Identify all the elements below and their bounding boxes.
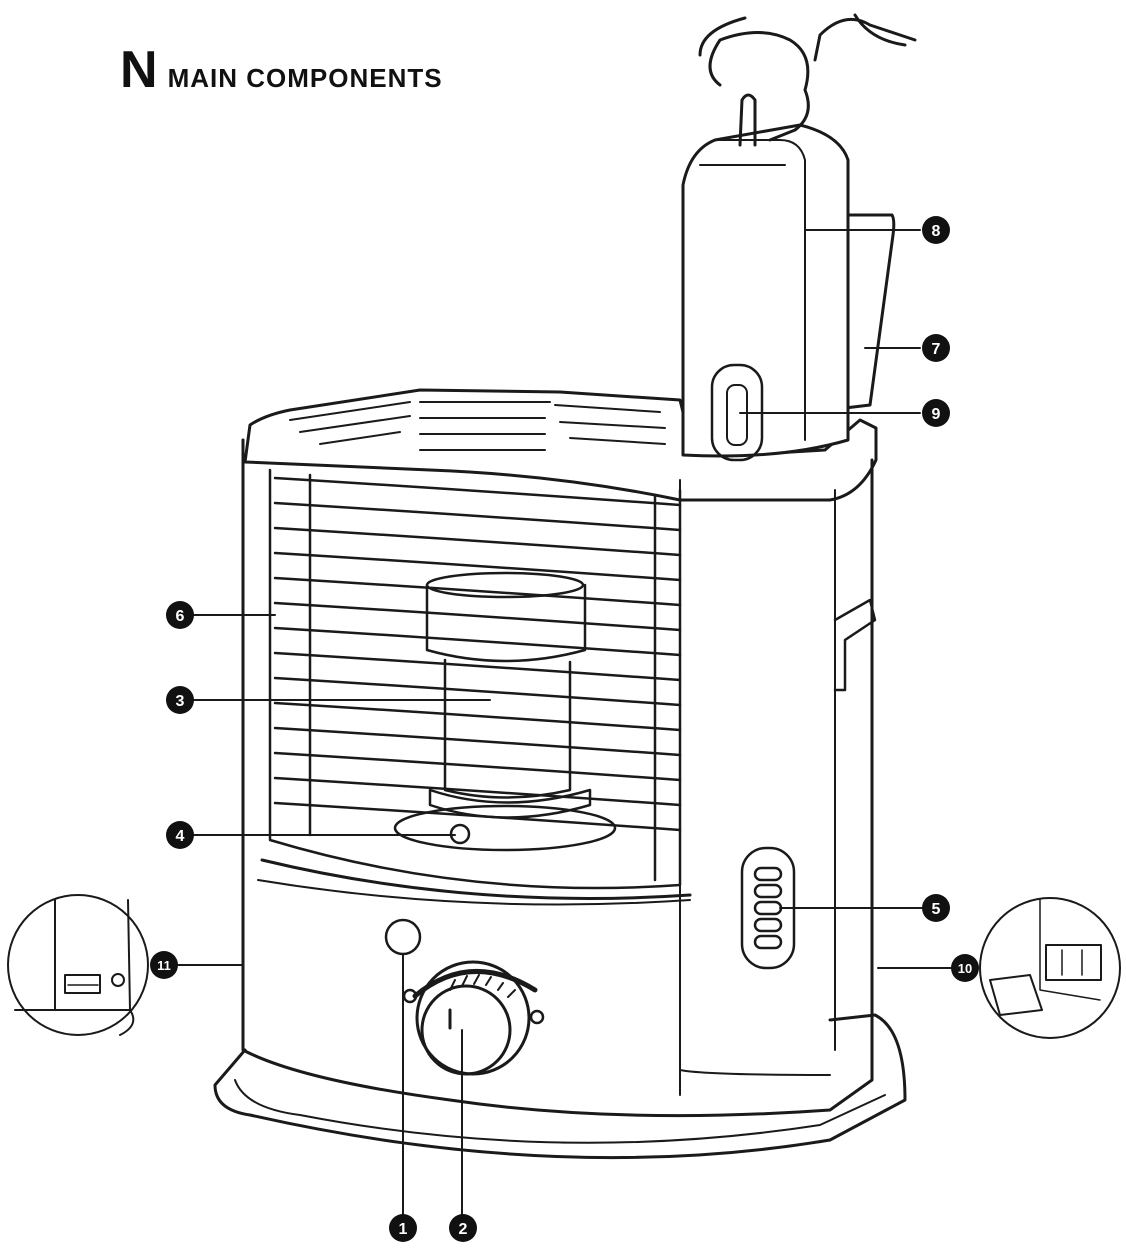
title-text: MAIN COMPONENTS xyxy=(167,63,443,93)
side-handle xyxy=(833,598,877,692)
page-title: N MAIN COMPONENTS xyxy=(120,40,443,100)
callout-7-label: 7 xyxy=(932,341,941,358)
callout-1: 1 xyxy=(389,1214,417,1242)
callout-5: 5 xyxy=(922,894,950,922)
callout-7: 7 xyxy=(922,334,950,362)
inset-detail-right xyxy=(979,897,1121,1039)
callout-4: 4 xyxy=(166,821,194,849)
callout-3: 3 xyxy=(166,686,194,714)
callout-9-label: 9 xyxy=(932,406,941,423)
callout-2-label: 2 xyxy=(459,1221,468,1238)
callout-1-label: 1 xyxy=(399,1221,408,1238)
callout-9: 9 xyxy=(922,399,950,427)
callout-8: 8 xyxy=(922,216,950,244)
igniter-area xyxy=(393,804,617,852)
leader-lines xyxy=(164,229,966,1226)
lower-panel-edge xyxy=(257,879,691,906)
heater-base xyxy=(213,1013,907,1160)
fuel-tank xyxy=(681,123,850,462)
callout-3-label: 3 xyxy=(176,693,185,710)
callout-10-label: 10 xyxy=(958,961,972,976)
callout-11: 11 xyxy=(150,951,178,979)
callout-6: 6 xyxy=(166,601,194,629)
callout-5-label: 5 xyxy=(932,901,941,918)
callout-markers: 1 2 3 4 5 6 7 xyxy=(150,216,979,1242)
heater-top-plate xyxy=(243,388,878,502)
section-letter: N xyxy=(120,41,158,99)
callout-11-label: 11 xyxy=(157,958,171,973)
burner-cylinder xyxy=(425,571,592,819)
adjustment-knob xyxy=(402,960,545,1076)
callout-6-label: 6 xyxy=(176,608,185,625)
hand xyxy=(698,13,917,147)
callout-10: 10 xyxy=(951,954,979,982)
tank-lid xyxy=(843,213,896,410)
heater-body xyxy=(241,438,874,1118)
callout-2: 2 xyxy=(449,1214,477,1242)
callout-8-label: 8 xyxy=(932,223,941,240)
inset-detail-left xyxy=(7,894,149,1036)
fuel-gauge-window xyxy=(384,918,422,956)
callout-4-label: 4 xyxy=(176,828,185,845)
